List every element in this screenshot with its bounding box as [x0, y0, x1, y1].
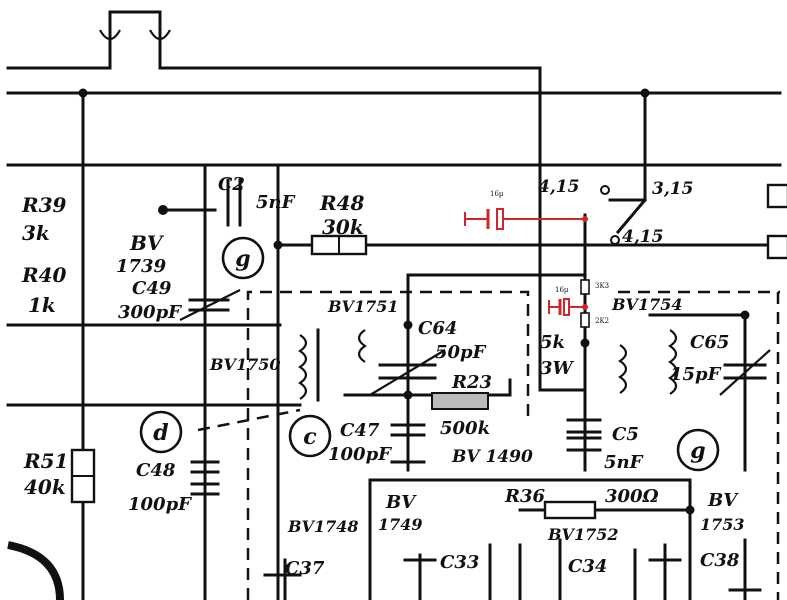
- resistor-2k2: [580, 312, 590, 328]
- annotation-cap-mid: 16µ: [555, 286, 569, 294]
- wires: [6, 10, 782, 600]
- label-bv1748: BV1748: [287, 517, 358, 536]
- label-r51-value: 40k: [24, 475, 66, 499]
- label-c49: C49: [132, 278, 172, 299]
- node-d: [139, 410, 183, 454]
- label-r51: R51: [23, 449, 68, 473]
- edge-resistor: [766, 234, 787, 260]
- label-r39-value: 3k: [22, 221, 50, 245]
- components: [7, 178, 787, 600]
- label-c47-value: 100pF: [328, 444, 392, 465]
- label-c34: C34: [568, 556, 607, 577]
- node-c: [288, 414, 332, 458]
- label-c38: C38: [700, 550, 740, 571]
- label-5k: 5k: [540, 332, 565, 353]
- label-switch-right: 3,15: [652, 179, 693, 199]
- label-bv1753-number: 1753: [700, 515, 745, 534]
- label-bv1749: BV: [385, 492, 417, 513]
- node-markers: g d c g: [139, 236, 720, 472]
- annotation-res-top: 3K3: [595, 282, 609, 290]
- label-r40: R40: [21, 263, 67, 287]
- node-d-label: d: [153, 420, 168, 446]
- label-r23: R23: [451, 372, 492, 393]
- label-bv1739-number: 1739: [116, 256, 167, 277]
- label-bv1490: BV 1490: [451, 447, 533, 467]
- label-c47: C47: [340, 420, 380, 441]
- label-c65: C65: [690, 332, 729, 353]
- node-g-left-label: g: [235, 246, 250, 272]
- label-r39: R39: [21, 193, 67, 217]
- label-r48-value: 30k: [322, 215, 364, 239]
- label-bv1753: BV: [707, 490, 739, 511]
- label-c5: C5: [612, 424, 639, 445]
- label-c2: C2: [218, 174, 245, 195]
- node-g-left: [221, 236, 265, 280]
- label-bv1754: BV1754: [611, 295, 682, 314]
- shield-outlines: [197, 290, 780, 600]
- label-c33: C33: [440, 552, 479, 573]
- r23-resistor: [431, 392, 489, 410]
- edge-resistor-top: [766, 183, 787, 209]
- label-c48: C48: [136, 460, 176, 481]
- label-3w: 3W: [540, 358, 575, 379]
- label-r40-value: 1k: [28, 293, 56, 317]
- label-bv1739: BV: [129, 231, 165, 255]
- label-c65-value: 15pF: [670, 364, 722, 385]
- label-c64: C64: [418, 318, 457, 339]
- label-switch-left: 4,15: [538, 177, 579, 197]
- label-r36: R36: [504, 486, 545, 507]
- annotation-cap-top: 16µ: [490, 190, 504, 198]
- label-r36-value: 300Ω: [605, 486, 659, 507]
- label-c37: C37: [285, 558, 325, 579]
- label-bv1751: BV1751: [327, 297, 398, 316]
- r36-resistor: [543, 500, 597, 520]
- label-bv1749-number: 1749: [378, 515, 423, 534]
- labels: R39 3k R40 1k C2 5nF BV 1739 C49 300pF R…: [21, 174, 745, 579]
- node-g-right: [676, 428, 720, 472]
- resistor-3k3: [580, 279, 590, 295]
- junctions: [78, 88, 750, 515]
- label-r23-value: 500k: [440, 418, 490, 439]
- label-c48-value: 100pF: [128, 494, 192, 515]
- label-c49-value: 300pF: [118, 302, 182, 323]
- label-r48: R48: [319, 191, 365, 215]
- node-g-right-label: g: [690, 438, 705, 464]
- node-c-label: c: [303, 424, 317, 450]
- label-bv1752: BV1752: [547, 525, 618, 544]
- label-c64-value: 50pF: [435, 342, 487, 363]
- label-bv1750: BV1750: [209, 355, 280, 374]
- red-annotations: [464, 208, 588, 316]
- label-c2-value: 5nF: [256, 192, 296, 213]
- label-switch-bottom: 4,15: [622, 227, 663, 247]
- label-c5-value: 5nF: [604, 452, 644, 473]
- annotation-res-bottom: 2K2: [595, 317, 609, 325]
